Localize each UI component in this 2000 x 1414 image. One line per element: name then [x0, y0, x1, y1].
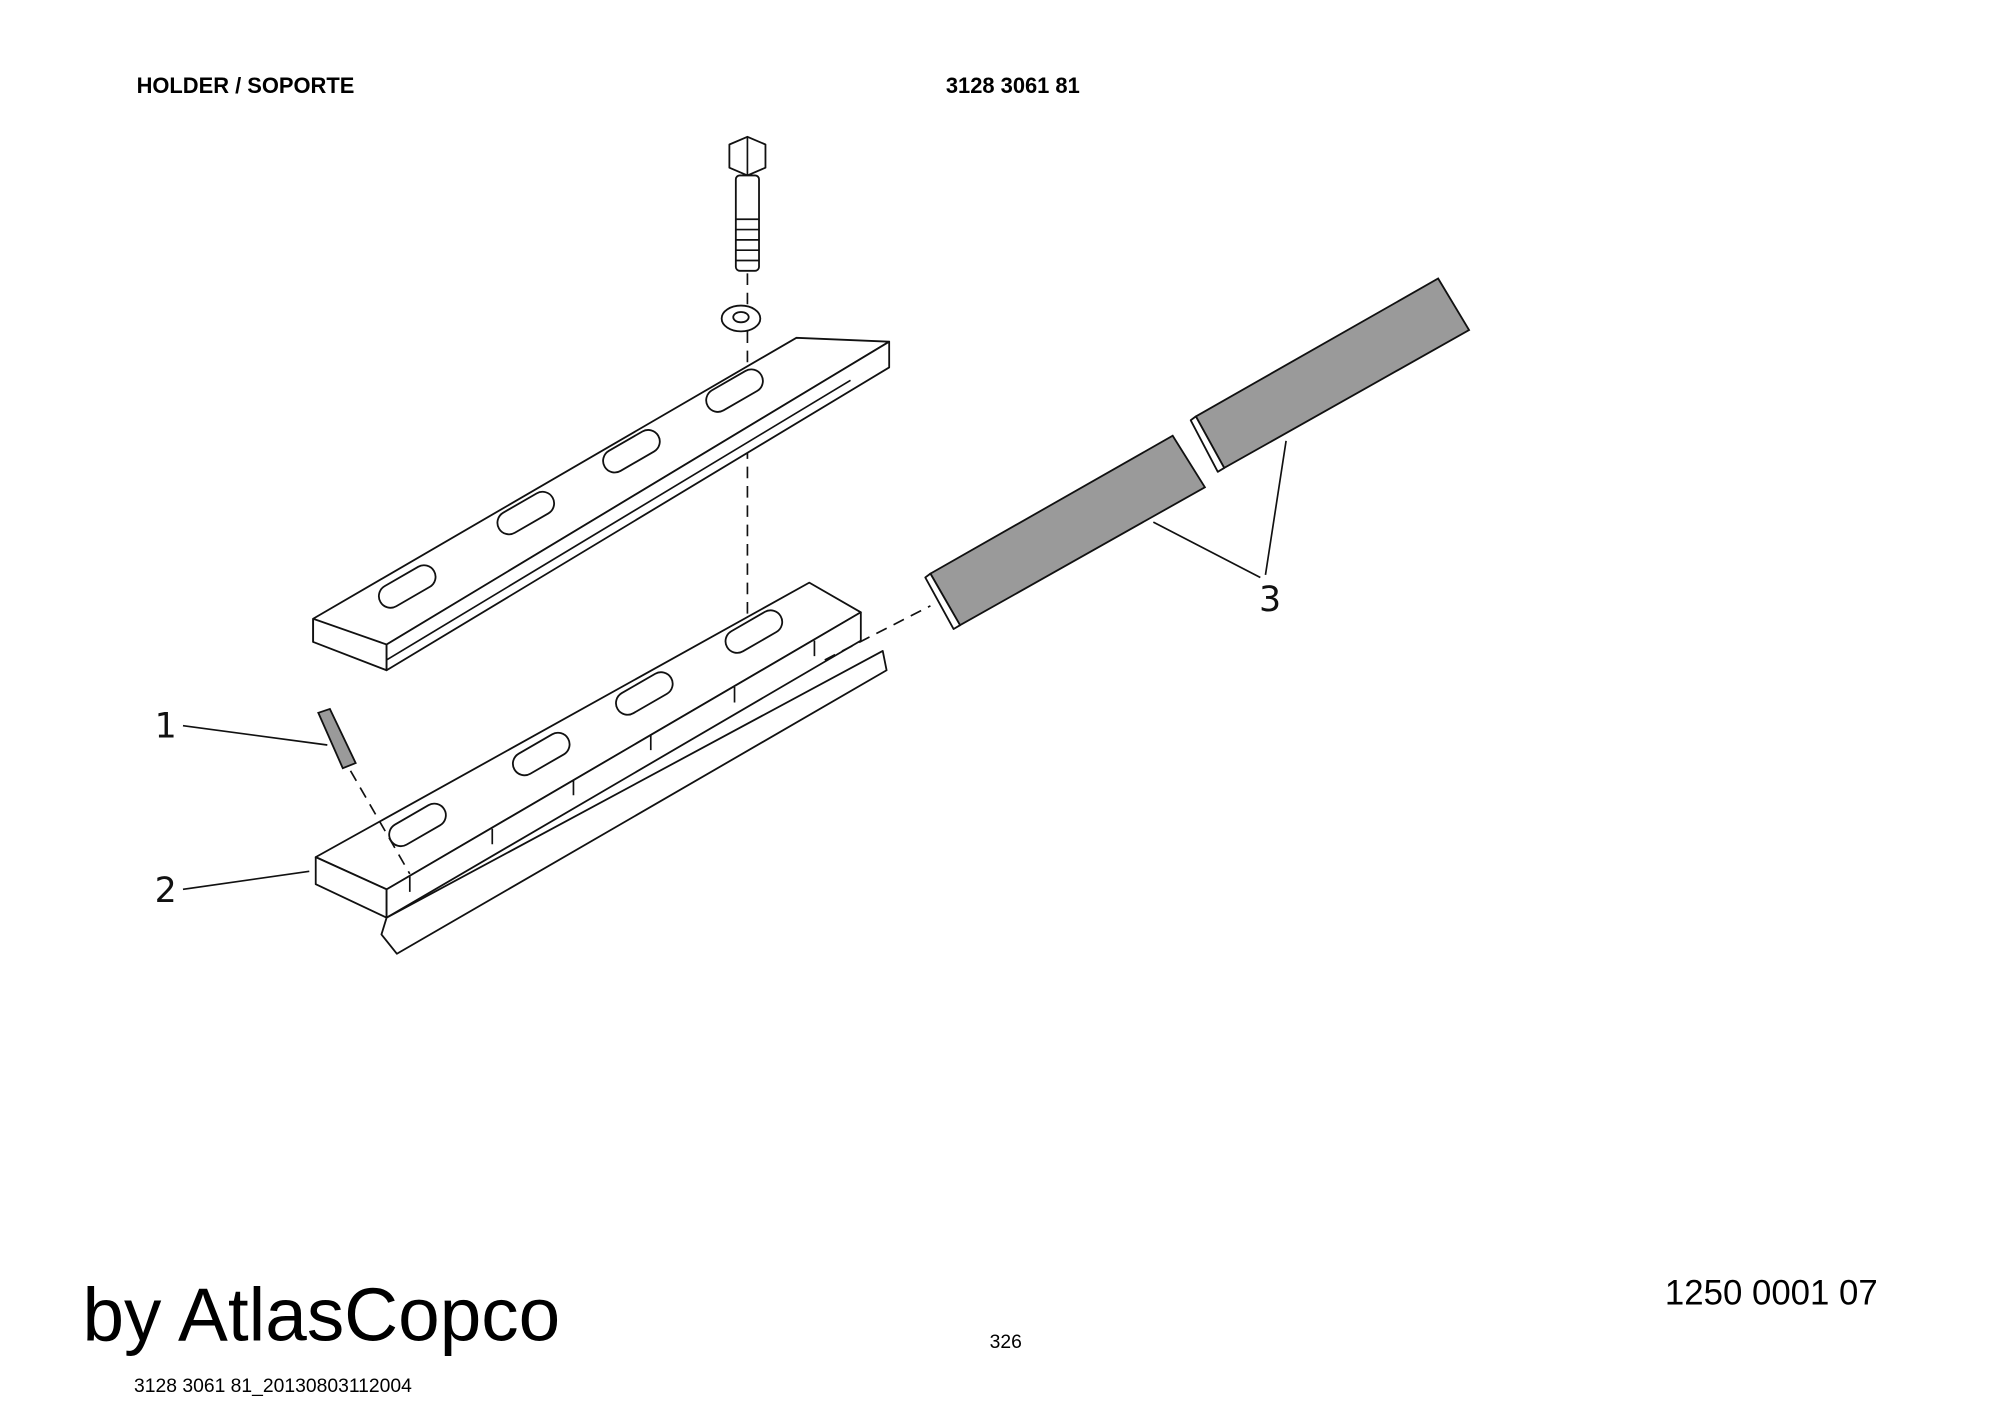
wear-strip [924, 434, 1207, 630]
callout-2: 2 [155, 871, 177, 911]
document-number: 1250 0001 07 [1665, 1274, 1878, 1312]
callout-3: 3 [1259, 580, 1281, 620]
pin [317, 707, 357, 770]
assembly-line [824, 605, 931, 661]
assembly-line [349, 770, 411, 875]
bolt [728, 135, 767, 272]
wear-strip [1189, 277, 1471, 473]
part-number: 3128 3061 81 [946, 73, 1080, 98]
page-title: HOLDER / SOPORTE [137, 73, 355, 98]
callout-1: 1 [155, 706, 177, 746]
file-reference: 3128 3061 81_20130803112004 [134, 1376, 412, 1397]
lower-holder [314, 581, 888, 955]
watermark: by AtlasCopco [82, 1272, 560, 1356]
washer [720, 304, 762, 333]
page-number: 326 [990, 1332, 1022, 1353]
upper-holder [312, 336, 891, 672]
